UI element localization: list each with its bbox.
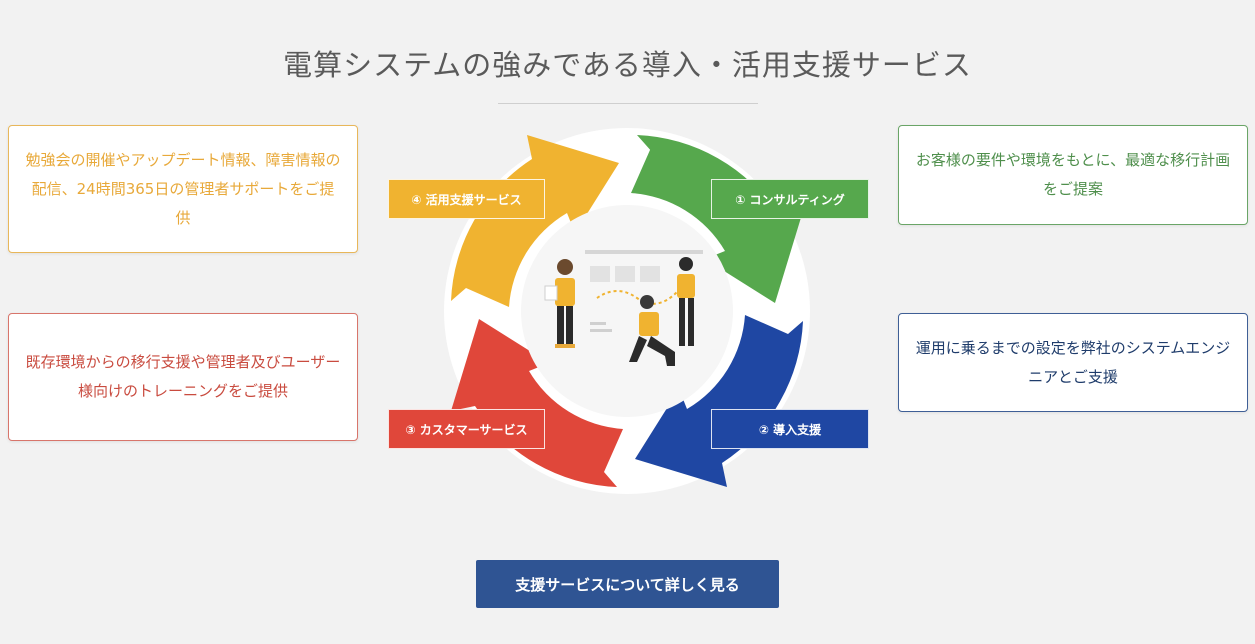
card-implementation-support: 運用に乗るまでの設定を弊社のシステムエンジニアとご支援 <box>898 313 1248 412</box>
card-consulting-text: お客様の要件や環境をもとに、最適な移行計画をご提案 <box>915 151 1231 198</box>
cycle-segment-implementation <box>635 315 803 487</box>
phase-label-customer-service: ③ カスタマーサービス <box>388 409 545 449</box>
cycle-graphic <box>444 128 810 494</box>
phase-label-utilization: ④ 活用支援サービス <box>388 179 545 219</box>
support-services-details-button[interactable]: 支援サービスについて詳しく見る <box>476 560 779 608</box>
section-title: 電算システムの強みである導入・活用支援サービス <box>283 48 972 82</box>
team-illustration <box>544 250 703 366</box>
cycle-segment-customer-service <box>451 319 623 487</box>
phase-label-consulting: ① コンサルティング <box>711 179 869 219</box>
card-implementation-support-text: 運用に乗るまでの設定を弊社のシステムエンジニアとご支援 <box>915 338 1231 386</box>
cycle-segment-consulting <box>631 135 803 303</box>
cycle-center <box>521 205 733 417</box>
service-cycle-diagram: ① コンサルティング ② 導入支援 ③ カスタマーサービス ④ 活用支援サービス <box>385 126 870 496</box>
card-utilization-support: 勉強会の開催やアップデート情報、障害情報の配信、24時間365日の管理者サポート… <box>8 125 358 253</box>
title-divider <box>498 103 758 104</box>
card-customer-service-text: 既存環境からの移行支援や管理者及びユーザー様向けのトレーニングをご提供 <box>25 353 341 400</box>
phase-label-implementation: ② 導入支援 <box>711 409 869 449</box>
cycle-segment-utilization <box>451 135 619 307</box>
card-consulting: お客様の要件や環境をもとに、最適な移行計画をご提案 <box>898 125 1248 225</box>
card-utilization-support-text: 勉強会の開催やアップデート情報、障害情報の配信、24時間365日の管理者サポート… <box>25 150 341 227</box>
card-customer-service: 既存環境からの移行支援や管理者及びユーザー様向けのトレーニングをご提供 <box>8 313 358 441</box>
